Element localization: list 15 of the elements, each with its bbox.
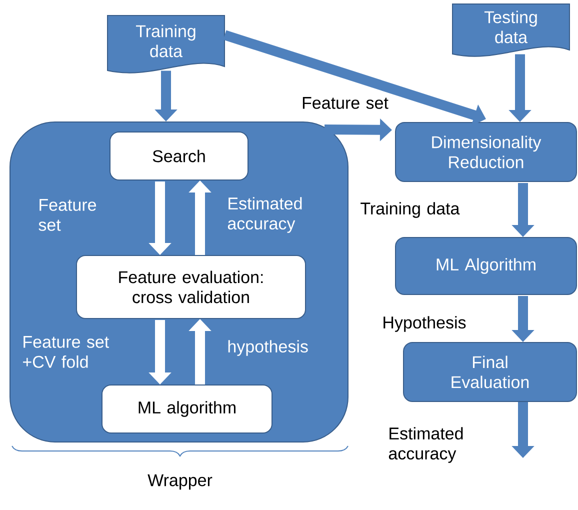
process-box: ML algorithm [102, 384, 272, 434]
process-box: Feature evaluation: cross validation [76, 255, 306, 319]
step-box: Final Evaluation [403, 342, 577, 402]
edge-label: Feature set +CV fold [23, 336, 109, 368]
edge-label: Feature set [38, 199, 96, 231]
edge-label: Estimated accuracy [228, 197, 302, 233]
edge-label: Hypothesis [384, 316, 466, 332]
edge-label: Feature set [302, 97, 388, 109]
step-box: ML Algorithm [395, 237, 577, 295]
edge-label: Training data [360, 202, 460, 218]
edge-label: hypothesis [228, 340, 308, 356]
group-label: Wrapper [148, 474, 212, 490]
process-box: Search [110, 131, 248, 180]
step-box: Dimensionality Reduction [395, 122, 577, 182]
edge-label: Estimated accuracy [388, 427, 463, 463]
